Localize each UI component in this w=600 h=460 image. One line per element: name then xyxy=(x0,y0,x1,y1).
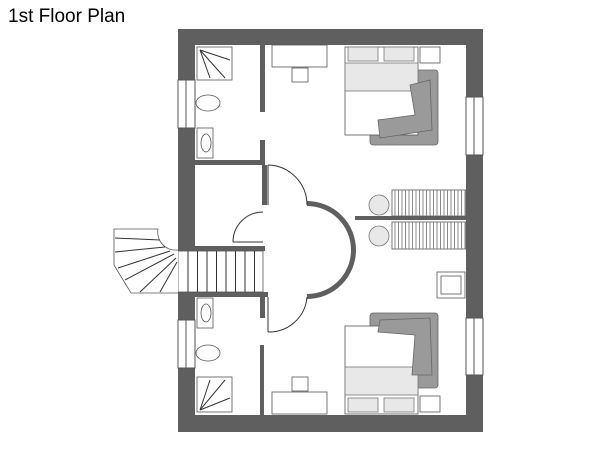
nightstand-icon xyxy=(419,46,441,64)
spiral-stair xyxy=(113,228,179,294)
windows xyxy=(177,79,484,376)
chair-icon xyxy=(291,376,309,392)
bed-bottom xyxy=(344,312,441,415)
desk-top xyxy=(271,44,328,83)
desk-bottom xyxy=(271,376,328,415)
plant-icon xyxy=(368,225,390,247)
plant-icon xyxy=(368,194,390,216)
page-title: 1st Floor Plan xyxy=(8,6,126,27)
nightstand-icon xyxy=(419,395,441,413)
top-bathroom xyxy=(195,46,233,159)
toilet-icon xyxy=(195,344,221,362)
armchair-icon xyxy=(436,271,466,299)
toilet-icon xyxy=(195,94,221,112)
straight-stair xyxy=(177,250,264,293)
doors xyxy=(232,164,308,333)
bed-top xyxy=(344,46,441,146)
bottom-bathroom xyxy=(195,297,233,413)
interior-walls xyxy=(178,45,466,415)
radiators xyxy=(391,189,467,250)
chair-icon xyxy=(291,67,309,83)
